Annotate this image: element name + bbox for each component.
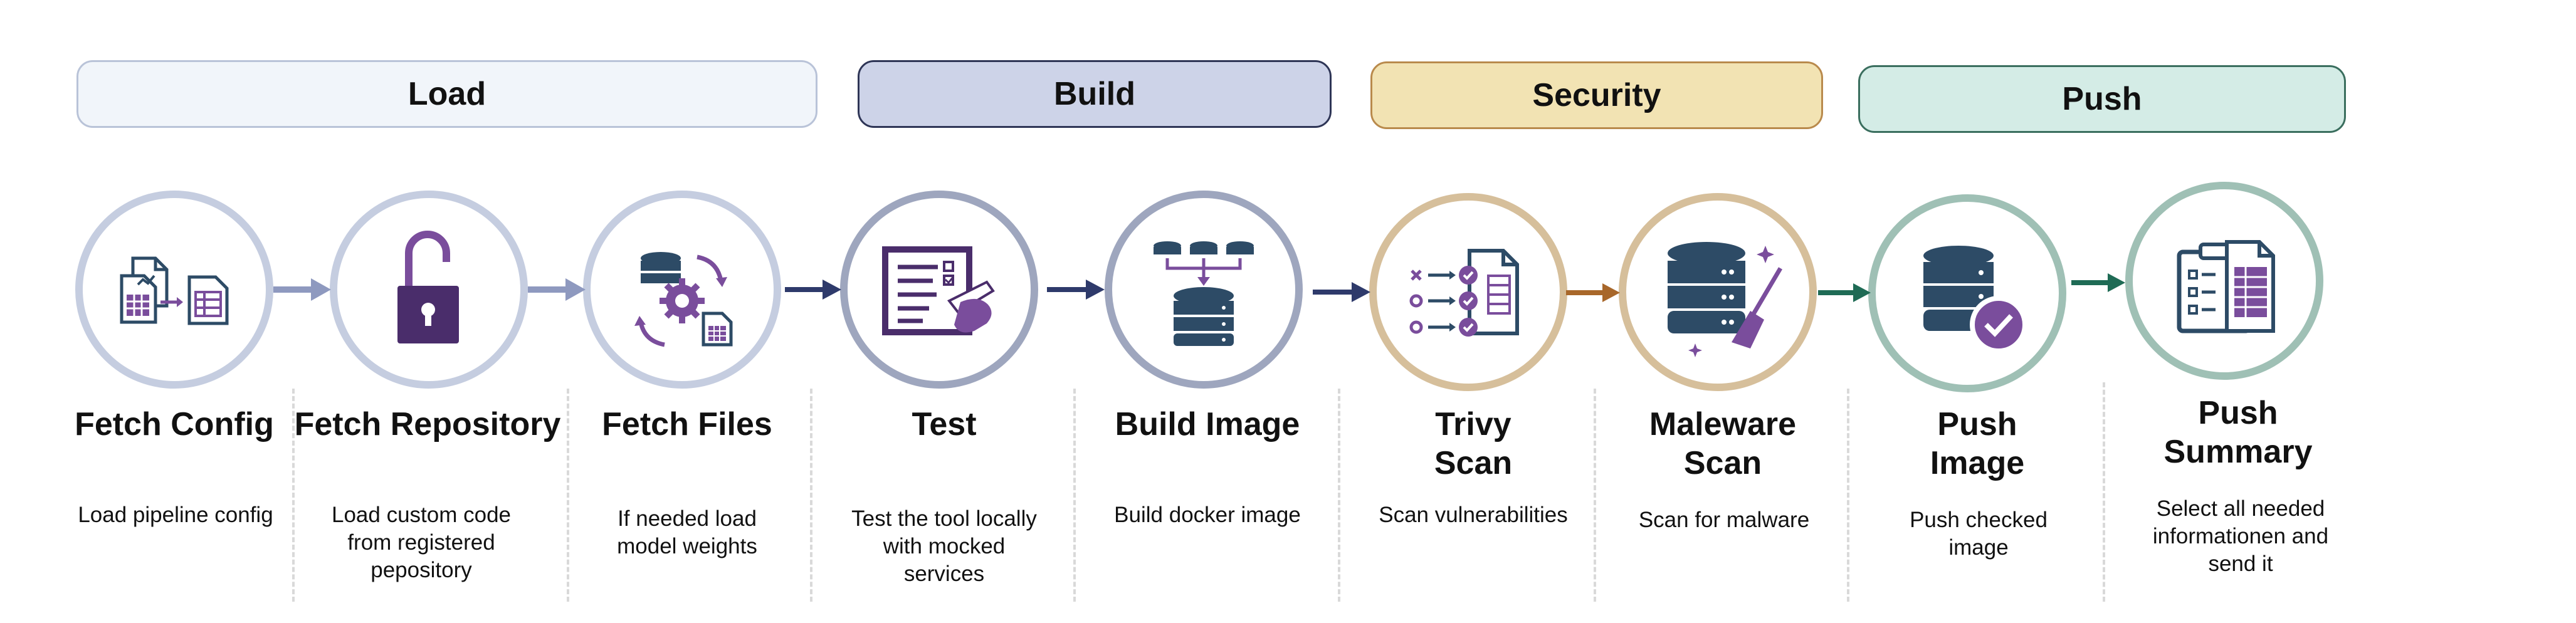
title-line: Summary [2163,434,2313,470]
desc-line: Scan for malware [1638,508,1810,532]
database-sync-icon [634,252,733,347]
step-circle-build-image [1105,191,1303,389]
step-title-trivy-scan: Trivy Scan [1329,405,1617,483]
database-broom-icon [1668,242,1783,357]
desc-line: Load pipeline config [78,503,273,527]
column-divider [810,389,812,602]
step-title-fetch-files: Fetch Files [543,405,831,444]
phase-label: Load [407,76,486,112]
step-description: If needed load model weights [555,505,819,560]
title-line: Fetch Repository [294,406,561,442]
step-description: Build docker image [1076,501,1339,529]
column-divider [1073,389,1076,602]
step-description: Select all needed informationen and send… [2109,495,2372,578]
step-title-push-image: Push Image [1833,405,2121,483]
clipboard-table-icon [2177,240,2275,333]
step-description: Load pipeline config [44,501,307,529]
step-description: Push checked image [1847,506,2110,562]
step-circle-maleware-scan [1619,193,1817,391]
scan-checklist-icon [1409,249,1519,337]
title-line: Test [912,406,977,442]
desc-line: Scan vulnerabilities [1379,503,1568,527]
desc-line: Push checked [1910,508,2048,532]
step-description: Scan for malware [1592,506,1856,534]
title-line: Fetch Config [75,406,274,442]
arrow-connector [1313,282,1370,302]
desc-line: from registered [347,530,495,555]
title-line: Image [1930,445,2025,481]
title-line: Build Image [1115,406,1300,442]
phase-push: Push [1858,65,2346,133]
title-line: Fetch Files [602,406,772,442]
title-line: Scan [1434,445,1513,481]
arrow-connector [2071,273,2125,292]
step-circle-push-summary [2125,182,2323,380]
column-divider [292,389,295,602]
step-circle-trivy-scan [1369,193,1567,391]
phase-load: Load [76,60,817,128]
arrow-connector [528,278,586,301]
title-line: Trivy [1435,406,1511,442]
title-line: Scan [1683,445,1762,481]
step-circle-fetch-config [75,191,273,389]
step-title-maleware-scan: Maleware Scan [1579,405,1867,483]
desc-line: image [1948,535,2009,560]
file-transfer-icon [120,256,229,325]
step-circle-fetch-repository [330,191,528,389]
desc-line: services [903,562,985,586]
step-title-fetch-config: Fetch Config [30,405,318,444]
step-circle-fetch-files [583,191,781,389]
phase-security: Security [1370,61,1823,129]
step-description: Load custom code from registered peposit… [290,501,553,584]
arrow-connector [1566,283,1620,302]
desc-line: informationen and [2152,524,2329,548]
phase-build: Build [858,60,1332,128]
desc-line: Load custom code [331,503,511,527]
column-divider [567,389,569,602]
column-divider [2103,382,2105,602]
arrow-connector [273,278,331,301]
step-title-test: Test [800,405,1088,444]
step-circle-test [840,191,1038,389]
desc-line: pepository [371,558,472,582]
step-description: Scan vulnerabilities [1342,501,1605,529]
phase-label: Push [2062,81,2142,117]
step-title-push-summary: Push Summary [2094,394,2382,471]
step-circle-push-image [1868,194,2066,392]
database-merge-icon [1154,241,1254,346]
arrow-connector [785,280,841,300]
desc-line: Build docker image [1114,503,1301,527]
desc-line: send it [2208,552,2273,576]
arrow-connector [1047,280,1105,300]
column-divider [1847,389,1849,602]
checklist-pen-icon [882,246,995,335]
step-description: Test the tool locally with mocked servic… [812,505,1076,588]
phase-label: Security [1532,77,1661,113]
desc-line: model weights [617,534,757,558]
desc-line: with mocked [883,534,1006,558]
title-line: Push [1937,406,2017,442]
desc-line: Test the tool locally [851,506,1037,531]
unlocked-padlock-icon [397,231,459,343]
database-check-icon [1923,246,2027,353]
step-title-fetch-repository: Fetch Repository [283,405,572,444]
title-line: Push [2198,395,2278,431]
column-divider [1594,389,1596,602]
desc-line: Select all needed [2156,496,2325,521]
phase-label: Build [1054,76,1135,112]
column-divider [1338,389,1340,602]
arrow-connector [1818,283,1871,302]
title-line: Maleware [1649,406,1797,442]
step-title-build-image: Build Image [1063,405,1352,444]
desc-line: If needed load [618,506,757,531]
